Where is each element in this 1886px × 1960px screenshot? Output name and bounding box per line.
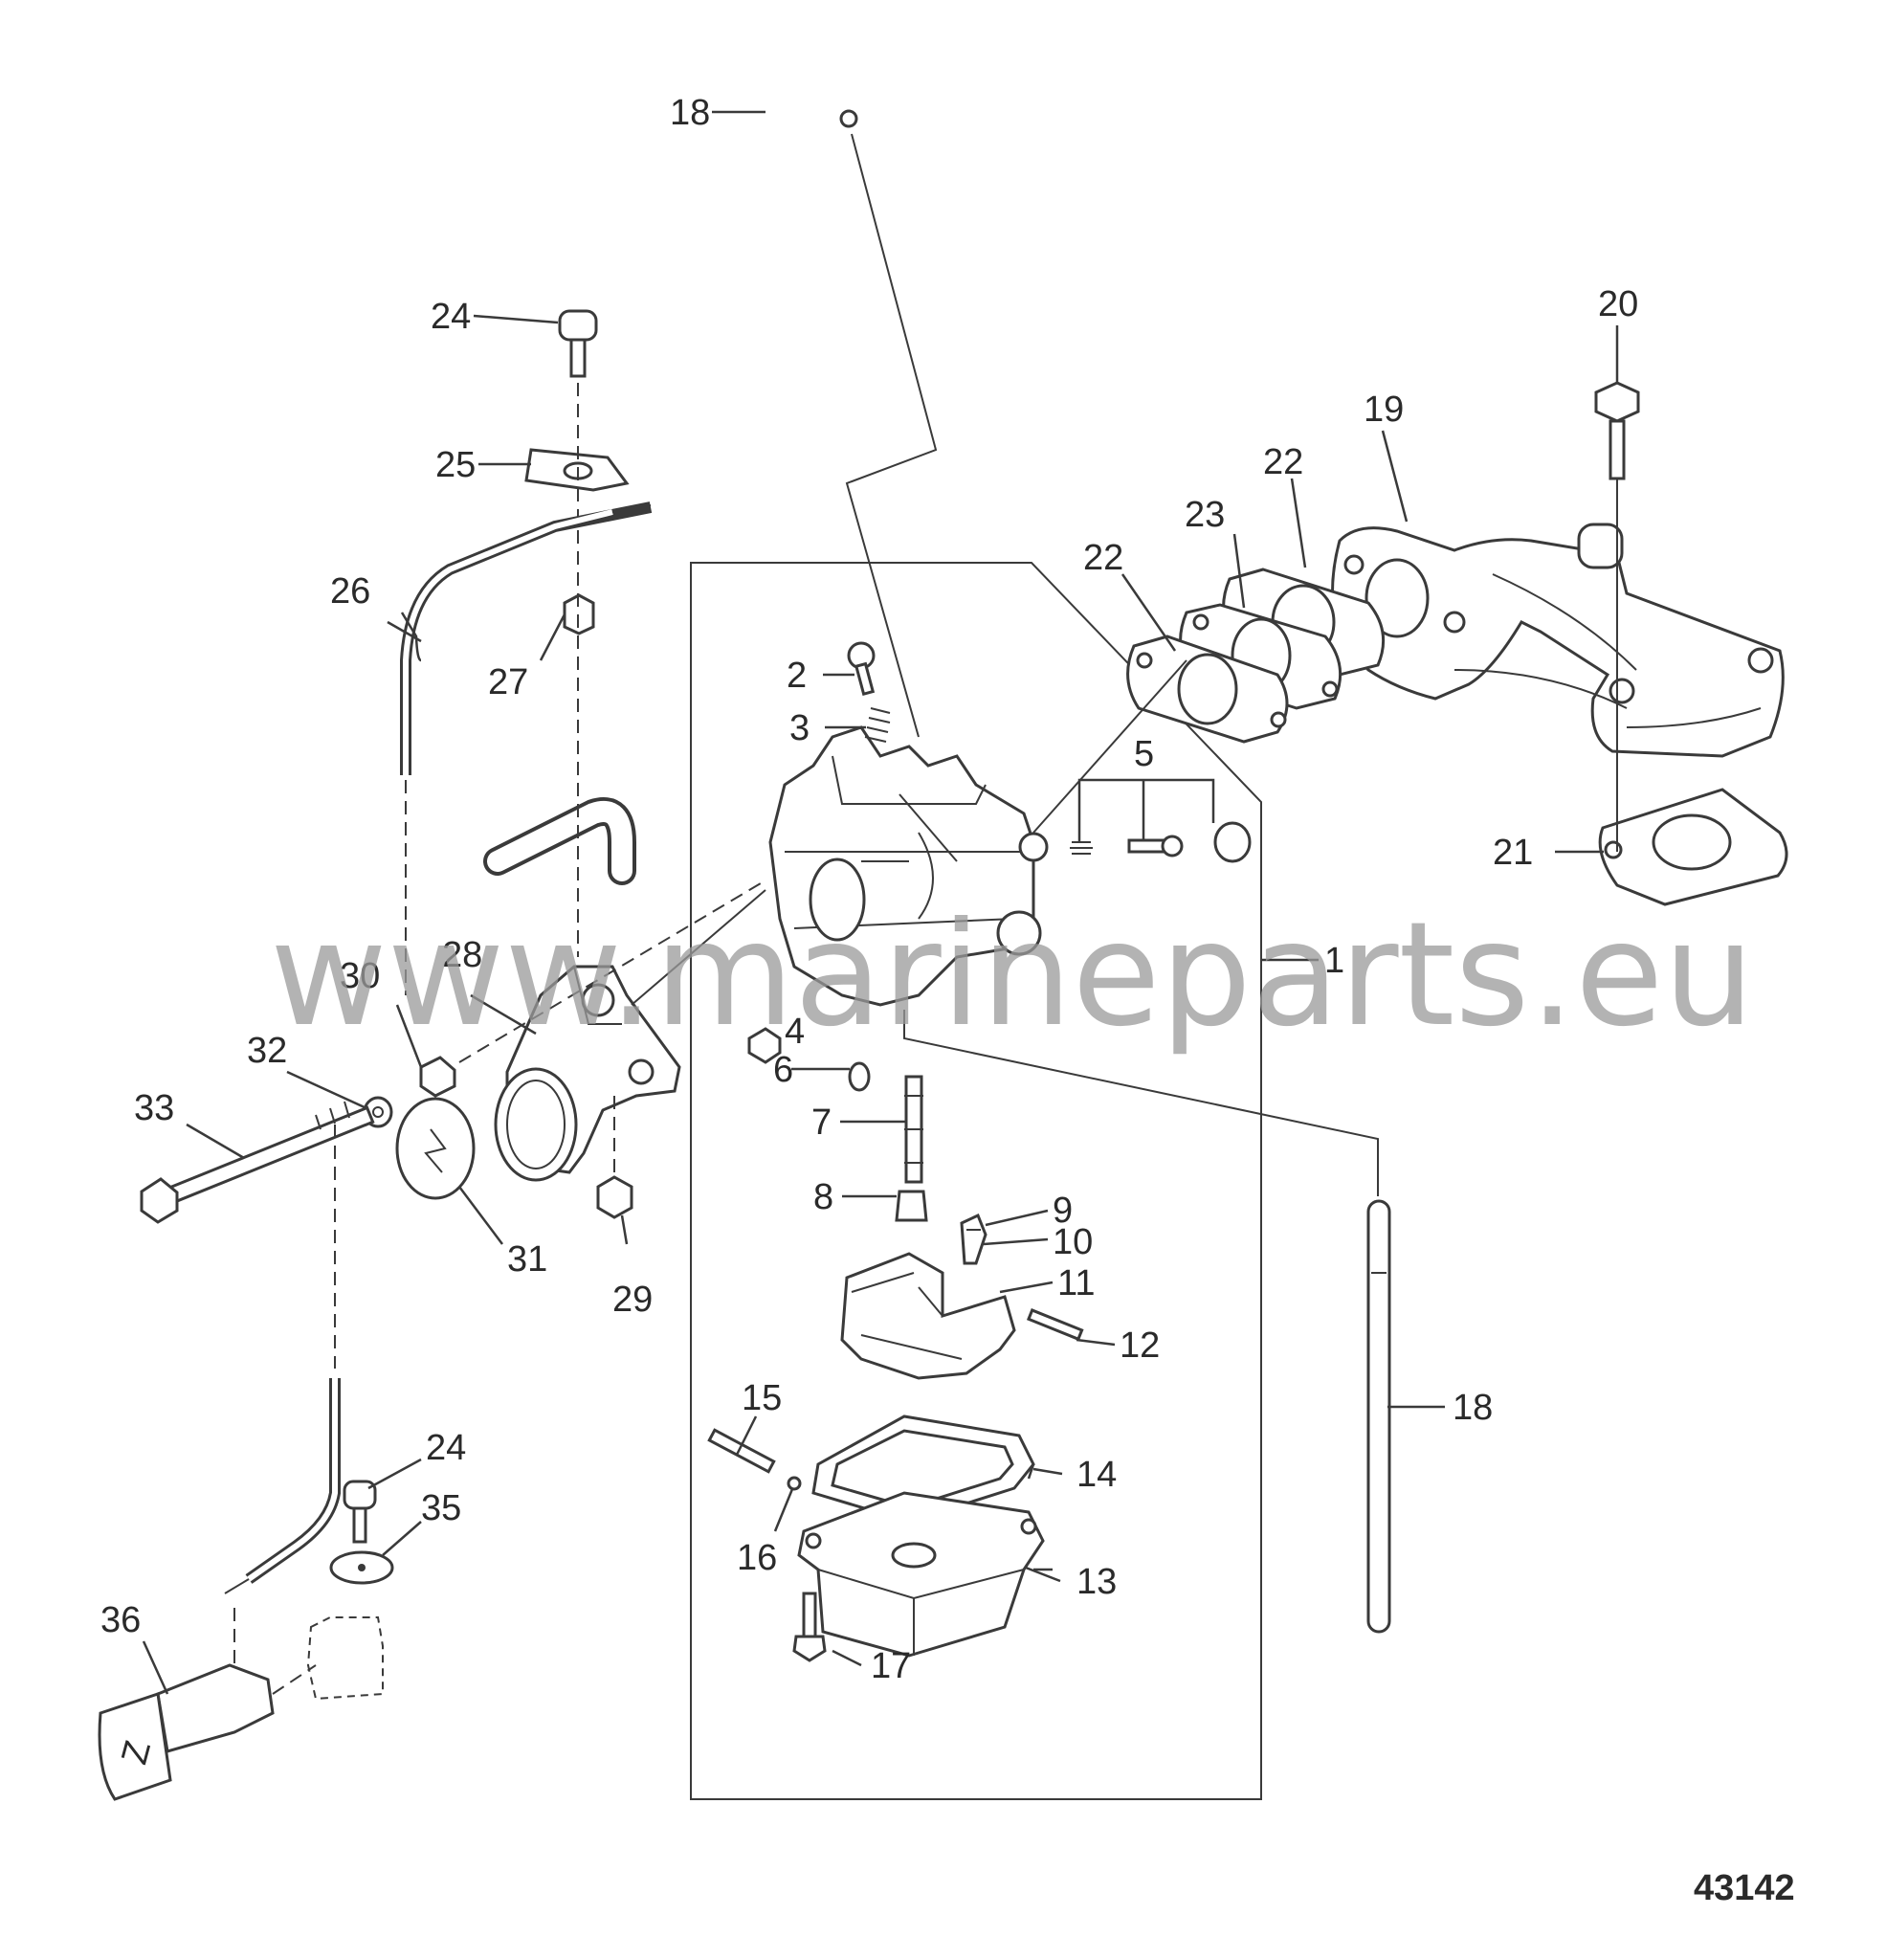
adaptor-hose — [483, 797, 636, 885]
callout-4: 4 — [785, 1012, 805, 1052]
figure-number: 43142 — [1694, 1868, 1795, 1908]
watermark: www.marineparts.eu — [270, 892, 1755, 1058]
callout-7: 7 — [811, 1102, 832, 1143]
callout-3: 3 — [789, 708, 810, 748]
nut-29 — [596, 1175, 633, 1219]
callout-30: 30 — [340, 956, 380, 996]
callout-24-top: 24 — [431, 297, 471, 337]
callout-18-top: 18 — [670, 93, 710, 133]
throttle-screw-set — [1070, 778, 1252, 863]
assembly-boundary — [690, 562, 1262, 1800]
callout-5: 5 — [1134, 734, 1154, 774]
main-jet-8 — [895, 1190, 928, 1222]
leader-lines — [142, 110, 1619, 1695]
callout-2: 2 — [787, 656, 807, 696]
screw-bottom — [343, 1480, 377, 1544]
choke-cable-lower — [224, 1378, 341, 1594]
callout-33: 33 — [134, 1088, 174, 1128]
callout-14: 14 — [1076, 1455, 1117, 1495]
callout-1: 1 — [1324, 941, 1344, 981]
callout-32: 32 — [247, 1031, 287, 1071]
needle-valve — [960, 1213, 987, 1265]
callout-11: 11 — [1057, 1263, 1095, 1303]
jet-4 — [747, 1027, 782, 1064]
callout-15: 15 — [742, 1378, 782, 1418]
float-bowl — [797, 1491, 1045, 1658]
float-bowl-gasket — [811, 1414, 1035, 1524]
callout-31: 31 — [507, 1239, 547, 1280]
callout-19: 19 — [1364, 390, 1404, 430]
callout-23: 23 — [1185, 495, 1225, 535]
manifold-gasket — [1598, 788, 1788, 906]
bolt-axis — [458, 880, 766, 1063]
callout-35: 35 — [421, 1488, 461, 1528]
nut-30 — [419, 1056, 456, 1098]
hose-top-link-line — [845, 133, 938, 738]
hose-right-link-line — [903, 1010, 1379, 1196]
washer-35 — [329, 1550, 394, 1585]
choke-knob: Z — [98, 1663, 275, 1801]
float-pin — [1026, 1308, 1084, 1342]
callout-8: 8 — [813, 1177, 833, 1217]
callout-6: 6 — [773, 1050, 793, 1090]
gasket-22-inner — [1126, 635, 1289, 744]
gasket-31 — [395, 1097, 476, 1200]
drain-screw — [707, 1428, 776, 1474]
callout-28: 28 — [442, 935, 482, 975]
intake-adaptor — [494, 965, 681, 1182]
emulsion-tube-7 — [904, 1075, 923, 1184]
manifold-bolt — [1594, 381, 1640, 480]
float — [840, 1252, 1016, 1380]
choke-cable — [400, 501, 653, 775]
callout-20: 20 — [1598, 284, 1638, 324]
callout-12: 12 — [1120, 1325, 1160, 1366]
callout-17: 17 — [871, 1646, 911, 1686]
callout-10: 10 — [1053, 1222, 1093, 1262]
knob-link-axis — [272, 1664, 317, 1695]
callout-labels: 18 1 2 3 4 5 6 7 8 9 10 11 12 13 14 15 1… — [100, 93, 1638, 1686]
callout-21: 21 — [1493, 833, 1533, 873]
pilot-spring — [864, 707, 891, 743]
callout-13: 13 — [1076, 1562, 1117, 1602]
long-bolt — [140, 1101, 375, 1224]
callout-25: 25 — [435, 445, 476, 485]
callout-29: 29 — [612, 1280, 653, 1320]
retainer-plate — [524, 448, 630, 492]
callout-22-right: 22 — [1263, 442, 1303, 482]
callout-24-bottom: 24 — [426, 1428, 466, 1468]
carb-link-axis — [631, 889, 766, 1006]
choke-knob-housing — [306, 1616, 384, 1701]
jet-6 — [848, 1061, 871, 1092]
drain-washer — [787, 1476, 802, 1491]
fuel-hose-top — [762, 31, 864, 474]
bowl-screw — [792, 1592, 827, 1662]
screw-top — [558, 309, 598, 378]
carburetor-body — [768, 725, 1049, 1007]
callout-16: 16 — [737, 1538, 777, 1578]
fuel-hose-right — [1366, 1199, 1391, 1634]
callout-22-left: 22 — [1083, 538, 1123, 578]
callout-26: 26 — [330, 571, 370, 612]
pilot-screw — [847, 641, 876, 697]
gasket-link-axis — [1032, 659, 1187, 834]
callout-27: 27 — [488, 662, 528, 702]
callout-36: 36 — [100, 1600, 141, 1640]
callout-18-right: 18 — [1453, 1388, 1493, 1428]
intake-manifold — [1331, 523, 1785, 758]
callout-9: 9 — [1053, 1191, 1073, 1231]
